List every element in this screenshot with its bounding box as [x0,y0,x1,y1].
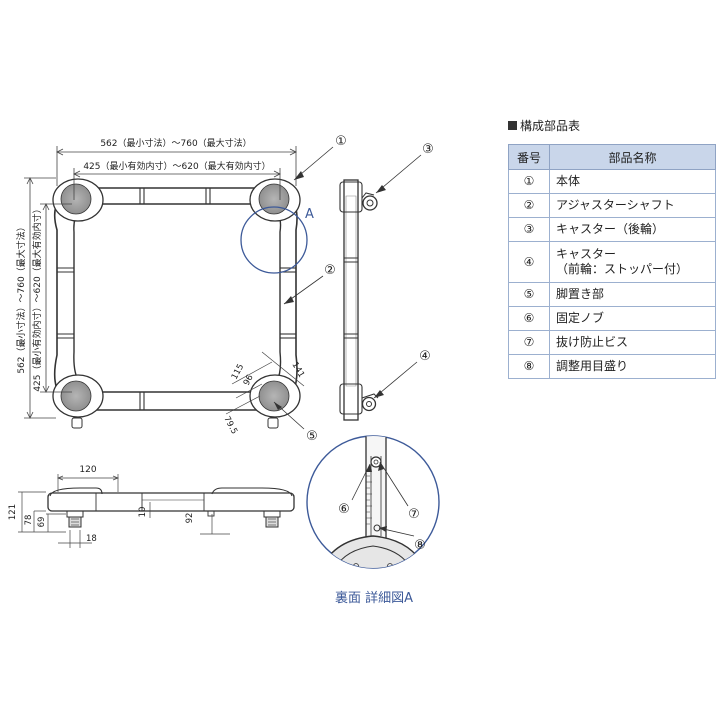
width-dimensions [56,146,297,200]
callout-2: ② [324,263,336,278]
part-name: 調整用目盛り [549,354,716,379]
detail-caption: 裏面 詳細図A [335,590,413,606]
part-number: ⑦ [508,330,550,355]
elevation-dimensions [18,474,230,548]
part-name: 本体 [549,169,716,194]
callout-7: ⑦ [408,507,420,522]
parts-table-header-row: 番号 部品名称 [508,144,716,170]
parts-table: 番号 部品名称 ① 本体 ② アジャスターシャフト ③ キャスター（後輪） ④ … [508,144,716,379]
part-name-line-2: （前輪：ストッパー付） [556,262,689,276]
table-row: ⑦ 抜け防止ビス [508,330,716,355]
part-name: 抜け防止ビス [549,330,716,355]
table-row: ⑤ 脚置き部 [508,282,716,307]
dim-inner-height: 425（最小有効内寸）～620（最大有効内寸） [31,204,43,391]
dim-18: 18 [86,534,97,544]
table-row: ② アジャスターシャフト [508,193,716,218]
dim-120: 120 [79,465,96,475]
adjuster-joints [57,188,296,410]
table-row: ③ キャスター（後輪） [508,217,716,242]
callout-5: ⑤ [306,429,318,444]
dim-outer-width: 562（最小寸法）～760（最大寸法） [100,137,251,149]
part-number: ④ [508,241,550,283]
frame-outer [53,187,298,411]
table-row: ① 本体 [508,169,716,194]
parts-table-section: 構成部品表 番号 部品名称 ① 本体 ② アジャスターシャフト ③ キャスター（… [508,118,716,379]
part-number: ⑧ [508,354,550,379]
detail-a-marker-label: A [305,207,314,222]
dim-10: 10 [138,507,148,518]
heading-square-icon [508,121,517,130]
parts-table-title: 構成部品表 [520,119,581,133]
top-view [52,178,301,429]
part-name-line-1: キャスター [556,247,617,261]
dim-69: 69 [37,517,47,528]
parts-table-heading: 構成部品表 [508,118,716,134]
side-view [339,179,379,421]
dim-79-5: 79.5 [221,415,239,436]
corner-dimensions [225,351,305,415]
detail-a-marker-circle [240,206,308,274]
callout-3: ③ [422,142,434,157]
part-number: ③ [508,217,550,242]
callout-8: ⑧ [414,538,426,553]
table-row: ④ キャスター（前輪：ストッパー付） [508,241,716,283]
part-number: ② [508,193,550,218]
dim-92: 92 [185,513,195,524]
part-number: ⑤ [508,282,550,307]
table-row: ⑧ 調整用目盛り [508,354,716,379]
part-name: 脚置き部 [549,282,716,307]
part-name: アジャスターシャフト [549,193,716,218]
dim-outer-height: 562（最小寸法）～760（最大寸法） [15,222,27,373]
dim-96: 96 [242,373,256,387]
column-header-name: 部品名称 [549,144,716,170]
callout-6: ⑥ [338,502,350,517]
dim-inner-width: 425（最小有効内寸）～620（最大有効内寸） [83,160,270,172]
part-name: 固定ノブ [549,306,716,331]
part-number: ① [508,169,550,194]
corner-pads [52,178,301,418]
dim-78: 78 [24,515,34,526]
callout-1: ① [335,134,347,149]
table-row: ⑥ 固定ノブ [508,306,716,331]
part-name: キャスター（前輪：ストッパー付） [549,241,716,283]
column-header-number: 番号 [508,144,550,170]
height-dimensions [24,177,72,419]
part-name: キャスター（後輪） [549,217,716,242]
detail-view-a [306,435,440,569]
elevation-view [47,487,295,528]
part-number: ⑥ [508,306,550,331]
dim-121: 121 [8,504,18,520]
callout-arrows [274,171,386,410]
callout-4: ④ [419,349,431,364]
